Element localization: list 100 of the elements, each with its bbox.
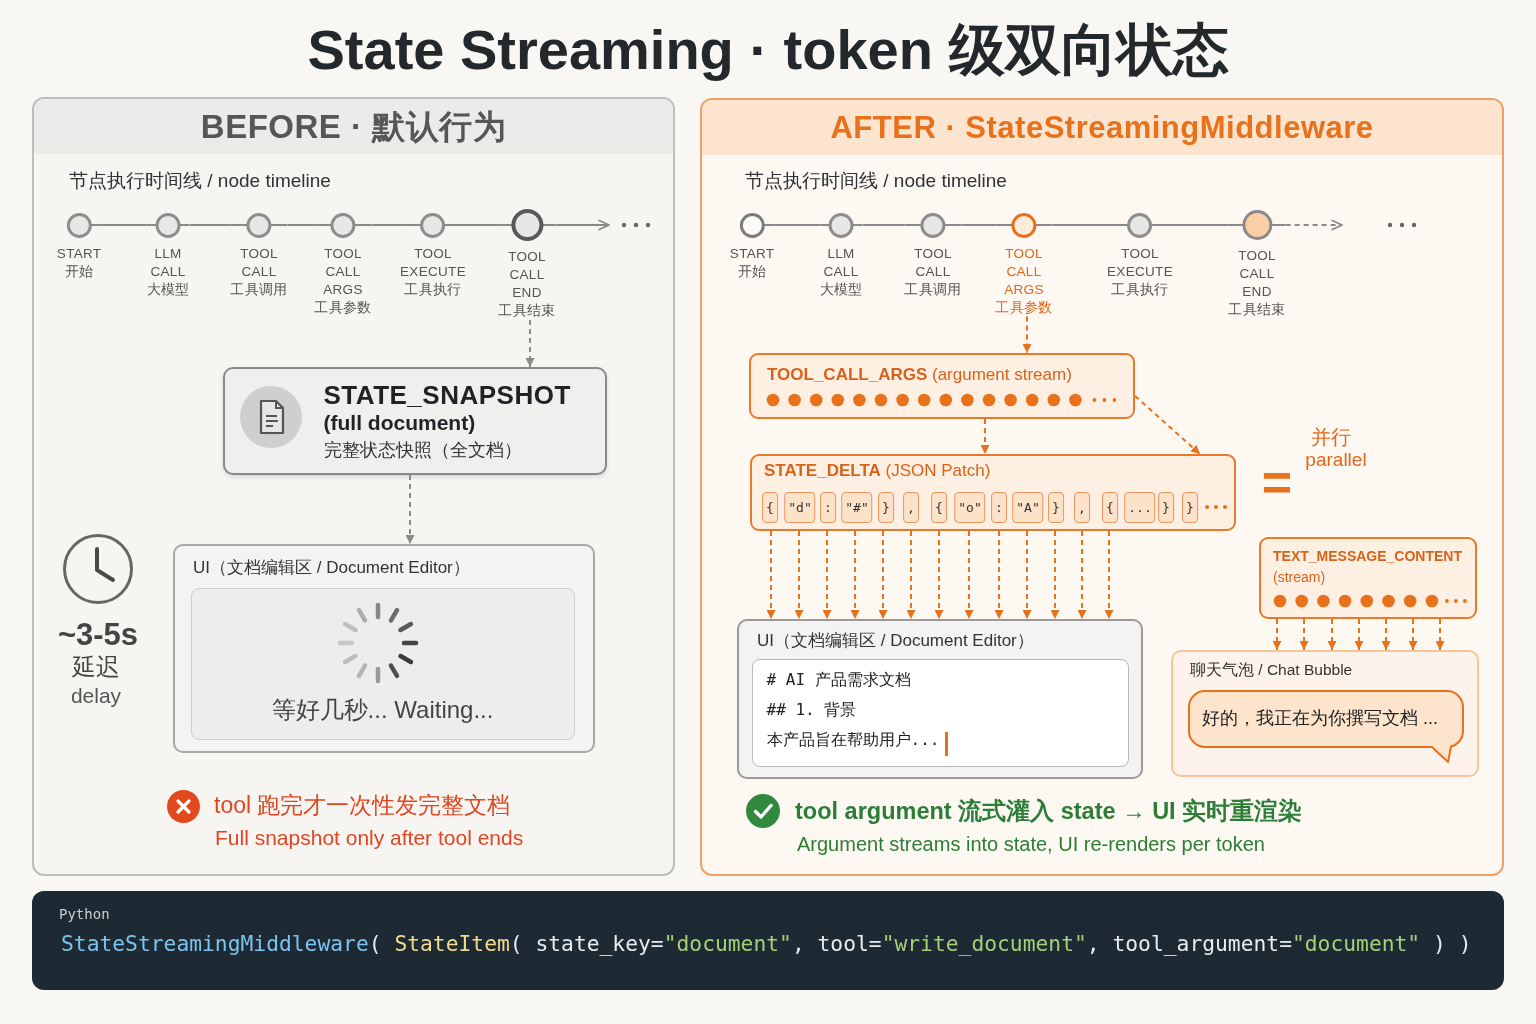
arrow [1284, 219, 1343, 231]
token-chip: "o" [954, 492, 986, 523]
timeline-step: START 开始 [729, 212, 775, 281]
token-chip: "A" [1012, 492, 1044, 523]
delay-label: 延迟 [72, 653, 120, 682]
timeline-step: TOOL CALL ARGS 工具参数 [314, 212, 372, 317]
arrow [1022, 530, 1032, 620]
snapshot-title: STATE_SNAPSHOT [323, 379, 571, 411]
token-chip: "#" [841, 492, 873, 523]
timeline-step: TOOL EXECUTE 工具执行 [400, 212, 466, 299]
arrow [525, 319, 535, 368]
arrow [1435, 618, 1445, 651]
timeline-line [100, 224, 148, 226]
markdown-line: ## 1. 背景 [766, 699, 857, 719]
token-chip: "d" [784, 492, 816, 523]
token-chip: , [903, 492, 919, 523]
arrow [554, 219, 610, 231]
token-chip: ... [1124, 492, 1156, 523]
token-chip: } [1048, 492, 1064, 523]
editor-heading: UI（文档编辑区 / Document Editor） [757, 631, 1034, 652]
timeline-step: TOOL EXECUTE 工具执行 [1107, 212, 1173, 299]
event-stream-box [750, 454, 1236, 531]
markdown-line: 本产品旨在帮助用户... [766, 729, 940, 749]
error-message: Full snapshot only after tool ends [215, 825, 524, 851]
success-message: Argument streams into state, UI re-renders per token [797, 832, 1265, 856]
timeline-step: LLM CALL 大模型 [146, 212, 190, 299]
snapshot-box [223, 367, 607, 475]
timeline-step: TOOL CALL END 工具结束 [1228, 210, 1286, 319]
arrow [1327, 618, 1337, 651]
stream-heading: TOOL_CALL_ARGS (argument stream) [767, 365, 1072, 386]
timeline-step: START 开始 [56, 212, 102, 281]
timeline-step: TOOL CALL END 工具结束 [498, 209, 556, 320]
token-chip: { [1102, 492, 1118, 523]
waiting-text: 等好几秒... Waiting... [271, 695, 494, 725]
stream-heading: TEXT_MESSAGE_CONTENT (stream) [1273, 547, 1464, 587]
arrow [1104, 530, 1114, 620]
timeline-step: TOOL CALL 工具调用 [230, 212, 288, 299]
timeline-line [861, 224, 906, 226]
stream-heading: STATE_DELTA (JSON Patch) [764, 461, 991, 482]
timeline-heading: 节点执行时间线 / node timeline [745, 170, 1007, 193]
token-chip: , [1074, 492, 1090, 523]
arrow [1050, 530, 1060, 620]
timeline-line [188, 224, 232, 226]
timeline-heading: 节点执行时间线 / node timeline [69, 170, 331, 193]
panel-header: AFTER · StateStreamingMiddleware [702, 100, 1502, 155]
code-block [32, 891, 1504, 990]
arrow [1299, 618, 1309, 651]
chat-panel [1171, 650, 1479, 777]
arrow [1022, 315, 1032, 354]
arrow [1272, 618, 1282, 651]
timeline-line [1051, 224, 1109, 226]
token-chip: : [991, 492, 1007, 523]
editor-panel [737, 619, 1143, 779]
timeline-line [464, 224, 500, 226]
parallel-label: 并行 [1311, 425, 1351, 449]
snapshot-subtitle: (full document) [323, 409, 476, 435]
arrow [878, 530, 888, 620]
arrow [1077, 530, 1087, 620]
arrow [994, 530, 1004, 620]
speech-bubble: 好的，我正在为你撰写文档 ... [1188, 690, 1464, 763]
token-chip: } [878, 492, 894, 523]
arrow [964, 530, 974, 620]
arrow [794, 530, 804, 620]
arrow [906, 530, 916, 620]
timeline-step: TOOL CALL ARGS 工具参数 [995, 212, 1053, 317]
arrow [980, 418, 990, 455]
arrow [405, 474, 415, 545]
delay-value: ~3-5s [57, 616, 139, 654]
comparison-panel [700, 98, 1504, 876]
editor-panel [173, 544, 595, 753]
token-chip: } [1182, 492, 1198, 523]
timeline-line [286, 224, 316, 226]
arrow [1354, 618, 1364, 651]
success-message: tool argument 流式灌入 state → UI 实时重渲染 [795, 797, 1303, 826]
token-chip: { [762, 492, 778, 523]
equals-sign: = [1261, 452, 1293, 513]
snapshot-caption: 完整状态快照（全文档） [323, 439, 522, 462]
comparison-panel [32, 97, 675, 876]
language-label: Python [59, 906, 110, 923]
diagram-title: State Streaming · token 级双向状态 [307, 17, 1229, 83]
timeline-step: TOOL CALL 工具调用 [904, 212, 962, 299]
parallel-label: parallel [1305, 449, 1367, 472]
timeline-line [960, 224, 997, 226]
arrow [934, 530, 944, 620]
timeline-step: LLM CALL 大模型 [819, 212, 863, 299]
event-stream-box [1259, 537, 1477, 619]
event-stream-box [749, 353, 1135, 419]
timeline-line [773, 224, 821, 226]
delay-label: delay [70, 683, 122, 709]
editor-heading: UI（文档编辑区 / Document Editor） [193, 558, 470, 579]
code-line: StateStreamingMiddleware( StateItem( state_key="document", tool="write_document", tool_argument="document" ) ) [61, 931, 1472, 957]
loading-pane [191, 588, 575, 740]
token-chip: : [820, 492, 836, 523]
markdown-line: # AI 产品需求文档 [766, 669, 911, 689]
token-chip: } [1158, 492, 1174, 523]
timeline-line [1171, 224, 1230, 226]
arrow [850, 530, 860, 620]
timeline-line [370, 224, 402, 226]
token-chip: { [931, 492, 947, 523]
arrow [1134, 395, 1201, 455]
